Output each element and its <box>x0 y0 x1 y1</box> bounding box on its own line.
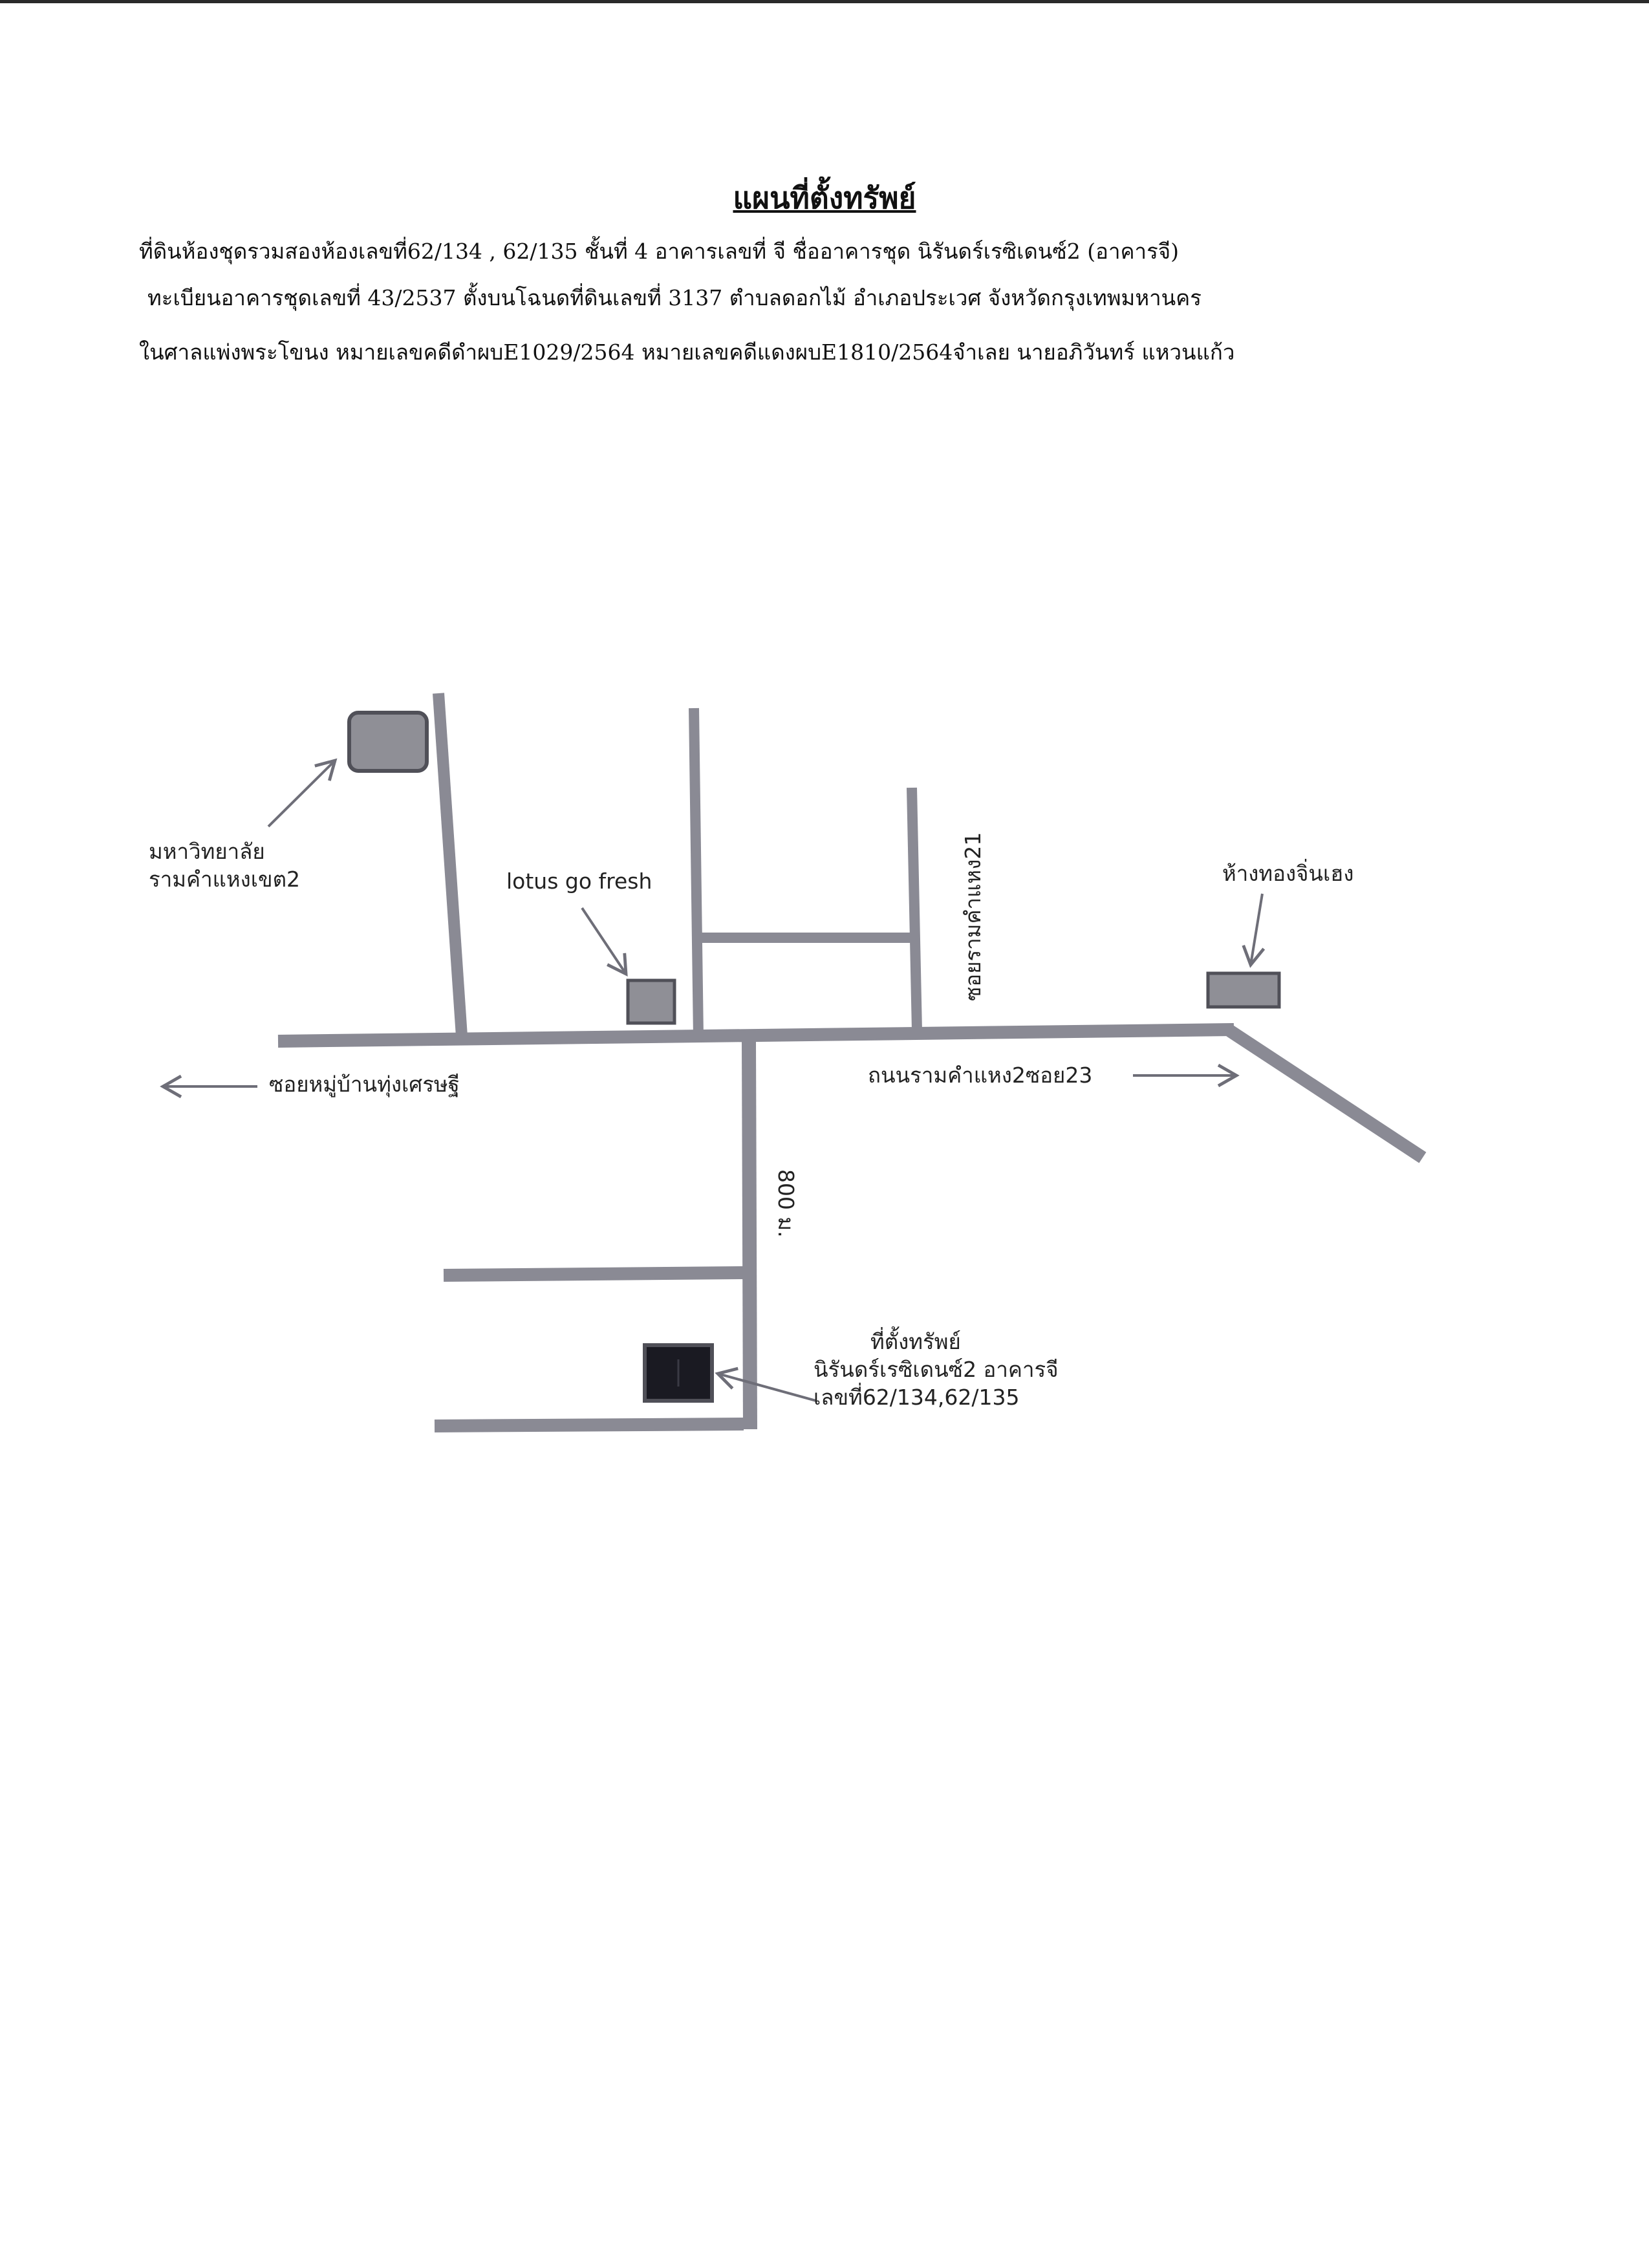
soi-21-west <box>689 707 704 1038</box>
arrows <box>160 758 1266 1402</box>
court-case-line: ในศาลแพ่งพระโขนง หมายเลขคดีดำผบE1029/256… <box>139 340 1235 365</box>
roads <box>277 693 1427 1432</box>
road-south <box>742 1041 757 1430</box>
property-label-title: ที่ตั้งทรัพย์ <box>870 1329 961 1354</box>
road-university <box>433 693 468 1037</box>
gold-shop-landmark <box>1206 971 1281 1009</box>
document-title: แผนที่ตั้งทรัพย์ <box>733 180 916 215</box>
university-label: มหาวิทยาลัย รามคำแหงเขต2 <box>149 838 300 894</box>
branch-road-lower <box>434 1418 744 1432</box>
distance-label: 800 ม. <box>773 1169 799 1238</box>
property-label-number: เลขที่62/134,62/135 <box>814 1384 1020 1410</box>
registration-line: ทะเบียนอาคารชุดเลขที่ 43/2537 ตั้งบนโฉนด… <box>147 285 1202 310</box>
branch-road-upper <box>443 1266 744 1282</box>
main-road-label: ถนนรามคำแหง2ซอย23 <box>868 1063 1093 1088</box>
university-label-line2: รามคำแหงเขต2 <box>149 866 301 892</box>
property-label-name: นิรันดร์เรซิเดนซ์2 อาคารจี <box>814 1356 1059 1382</box>
scan-top-edge <box>0 0 1649 3</box>
lotus-pointer-arrow <box>581 907 628 977</box>
lotus-landmark <box>626 978 676 1025</box>
property-description-line: ที่ดินห้องชุดรวมสองห้องเลขที่62/134 , 62… <box>139 239 1180 264</box>
university-label-line1: มหาวิทยาลัย <box>149 839 265 864</box>
soi-village-label: ซอยหมู่บ้านทุ่งเศรษฐี <box>269 1072 460 1097</box>
road-diagonal-east <box>1226 1025 1427 1163</box>
gold-shop-pointer-arrow <box>1242 893 1266 968</box>
university-pointer-arrow <box>267 758 338 828</box>
lotus-label: lotus go fresh <box>506 869 652 894</box>
university-landmark <box>347 711 429 773</box>
main-road <box>277 1023 1234 1048</box>
soi-21-east <box>907 787 922 1031</box>
property-label: ที่ตั้งทรัพย์ นิรันดร์เรซิเดนซ์2 อาคารจี… <box>814 1328 1059 1412</box>
soi-21-label: ซอยรามคำแหง21 <box>960 832 986 1001</box>
property-pointer-arrow <box>715 1366 817 1402</box>
gold-shop-label: ห้างทองจิ่นเฮง <box>1222 861 1354 886</box>
